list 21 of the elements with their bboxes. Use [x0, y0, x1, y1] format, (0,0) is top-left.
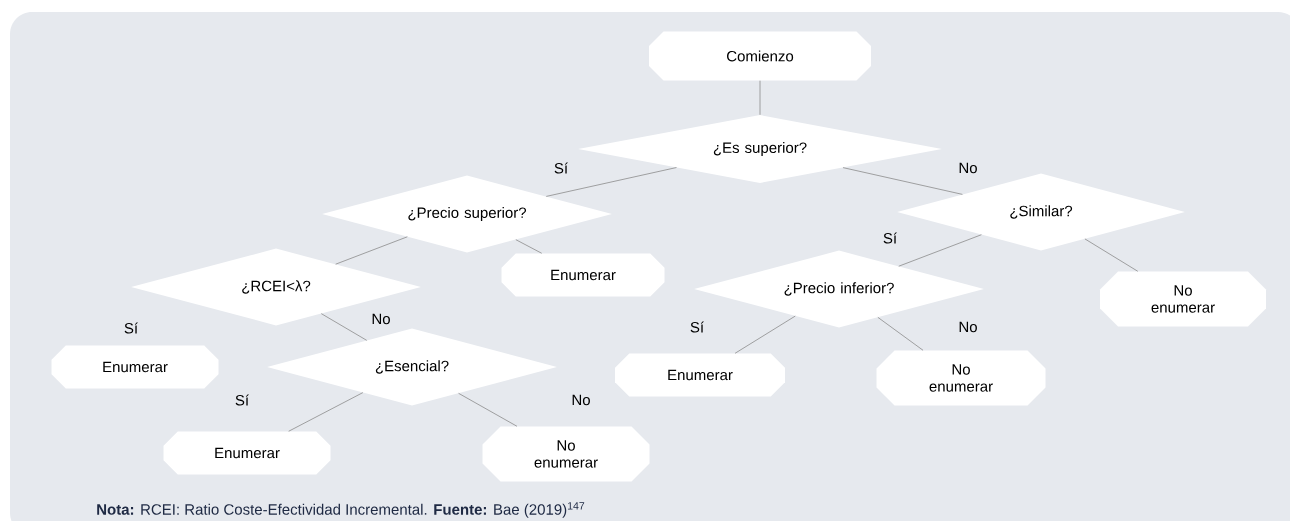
- outcome-box: Enumerar: [615, 353, 785, 397]
- terminal-box: Comienzo: [649, 31, 871, 81]
- connector: [288, 392, 364, 432]
- connector: [734, 315, 796, 354]
- outcome-box: Enumerar: [51, 345, 219, 389]
- connector: [335, 236, 408, 265]
- connector: [877, 316, 924, 351]
- connector: [320, 313, 368, 341]
- connector: [515, 239, 543, 254]
- outcome-box: Enumerar: [163, 431, 331, 475]
- connector: [898, 234, 982, 267]
- connector: [842, 167, 963, 195]
- outcome-box: Enumerar: [501, 253, 665, 297]
- connector: [545, 167, 677, 197]
- connector: [458, 392, 518, 427]
- caption: Nota: RCEI: Ratio Coste-Efectividad Incremental. Fuente: Bae (2019)$^{147}$: [97, 502, 585, 518]
- outcome-box: No enumerar: [482, 426, 650, 482]
- connector: [1084, 238, 1139, 272]
- outcome-box: No enumerar: [876, 350, 1046, 406]
- outcome-box: No enumerar: [1100, 271, 1266, 327]
- connector: [759, 80, 761, 116]
